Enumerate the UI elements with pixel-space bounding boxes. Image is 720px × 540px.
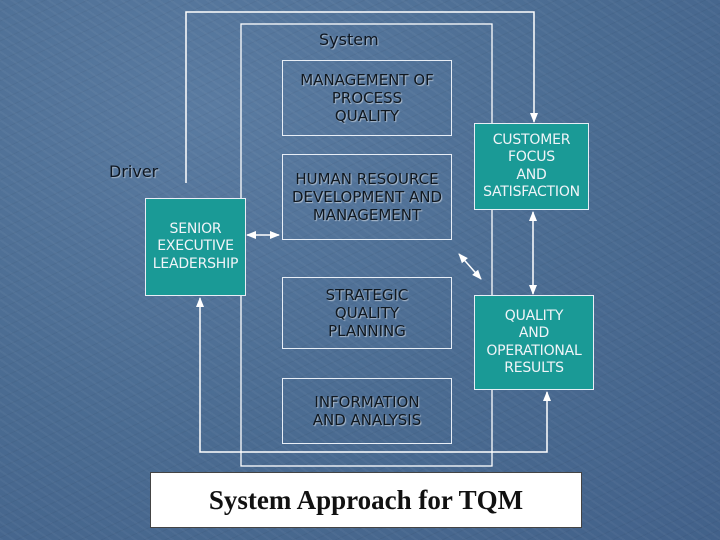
slide-title: System Approach for TQM (208, 484, 524, 515)
title-box: System Approach for TQM (150, 472, 582, 528)
strategic-quality-planning-box: STRATEGIC QUALITY PLANNING (282, 277, 452, 349)
top-loop-arrow (185, 11, 538, 183)
system-results-arrow (458, 253, 482, 280)
management-process-quality-box: MANAGEMENT OF PROCESS QUALITY (282, 60, 452, 136)
senior-executive-leadership-box: SENIOR EXECUTIVE LEADERSHIP (145, 198, 246, 296)
bottom-loop-arrow (196, 297, 551, 453)
information-analysis-box: INFORMATION AND ANALYSIS (282, 378, 452, 444)
human-resource-box: HUMAN RESOURCE DEVELOPMENT AND MANAGEMEN… (282, 154, 452, 240)
driver-label: Driver (109, 162, 159, 181)
system-label: System (319, 30, 379, 49)
customer-focus-box: CUSTOMER FOCUS AND SATISFACTION (474, 123, 589, 210)
quality-operational-results-box: QUALITY AND OPERATIONAL RESULTS (474, 295, 594, 390)
